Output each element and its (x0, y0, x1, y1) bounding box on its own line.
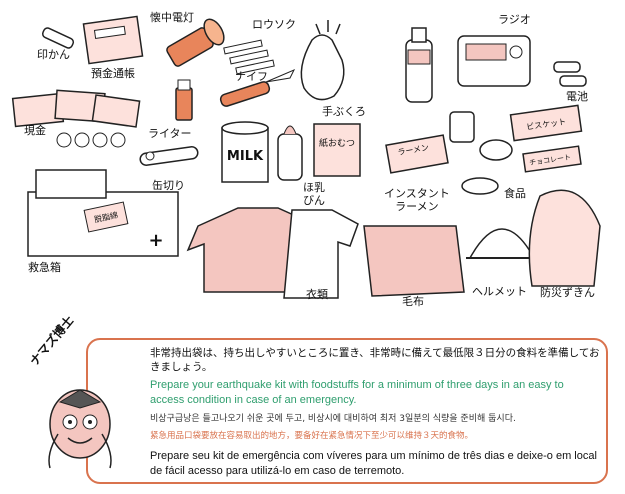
label-clothes: 衣類 (306, 288, 328, 301)
flashlight-icon (166, 18, 225, 67)
water-bottle-icon (405, 27, 433, 103)
label-instant-ramen: インスタント ラーメン (384, 187, 450, 213)
label-batteries: 電池 (566, 90, 588, 103)
label-food: 食品 (504, 187, 526, 200)
disaster-hood-icon (528, 189, 601, 287)
milk-can-icon: MILK (221, 121, 269, 183)
label-lighter: ライター (148, 127, 192, 140)
label-baby-bottle: ほ乳びん (303, 181, 325, 207)
label-cash: 現金 (24, 124, 46, 137)
label-radio: ラジオ (498, 13, 531, 26)
instant-ramen-icon: ラーメン (385, 111, 475, 174)
label-knife: ナイフ (235, 70, 268, 83)
candles-icon (223, 39, 275, 75)
can-opener-icon (139, 146, 199, 166)
label-bankbook: 預金通帳 (91, 67, 135, 80)
label-blanket: 毛布 (402, 295, 424, 308)
first-aid-kit-icon: 脱脂綿 + (27, 169, 179, 257)
plus-icon: + (148, 230, 163, 251)
message-english: Prepare your earthquake kit with foodstu… (150, 379, 564, 406)
batteries-icon (553, 61, 587, 87)
helmet-icon (466, 228, 538, 259)
message-portuguese: Prepare seu kit de emergência com vívere… (150, 450, 597, 477)
illustration: MILK 紙おむつ ラーメン ビスケット チョコレート 脱脂綿 + (11, 15, 601, 299)
bandage-label: 脱脂綿 (93, 210, 119, 225)
label-candles: ロウソク (252, 18, 296, 31)
lighter-icon (175, 79, 193, 121)
clothes-icon (186, 207, 359, 299)
food-icon: ビスケット チョコレート (461, 104, 583, 195)
blanket-icon (363, 225, 465, 297)
diapers-label: 紙おむつ (319, 137, 355, 149)
stamp-icon (41, 27, 75, 49)
baby-bottle-icon (277, 125, 303, 181)
bankbook-icon (82, 15, 144, 65)
radio-icon (457, 35, 531, 87)
message-japanese: 非常持出袋は、持ち出しやすいところに置き、非常時に備えて最低限３日分の食料を準備… (150, 347, 600, 374)
knife-icon (219, 69, 296, 107)
label-first-aid-kit: 救急箱 (28, 261, 61, 274)
label-gloves: 手ぶくろ (322, 105, 366, 118)
milk-label: MILK (227, 149, 264, 164)
label-helmet: ヘルメット (472, 285, 527, 298)
label-disaster-hood: 防災ずきん (540, 286, 595, 299)
label-can-opener: 缶切り (152, 179, 185, 192)
message-korean: 비상구급낭은 들고나오기 쉬운 곳에 두고, 비상시에 대비하여 최저 3일분의… (150, 414, 516, 424)
cash-icon (11, 89, 141, 148)
label-inkan: 印かん (37, 48, 70, 61)
diapers-icon: 紙おむつ (313, 123, 361, 177)
gloves-icon (300, 20, 345, 101)
catfish-mascot-icon (48, 389, 112, 469)
message-chinese: 紧急用品口袋要放在容易取出的地方，要备好在紧急情况下至少可以维持３天的食物。 (150, 431, 474, 441)
label-flashlight: 懐中電灯 (150, 11, 194, 24)
